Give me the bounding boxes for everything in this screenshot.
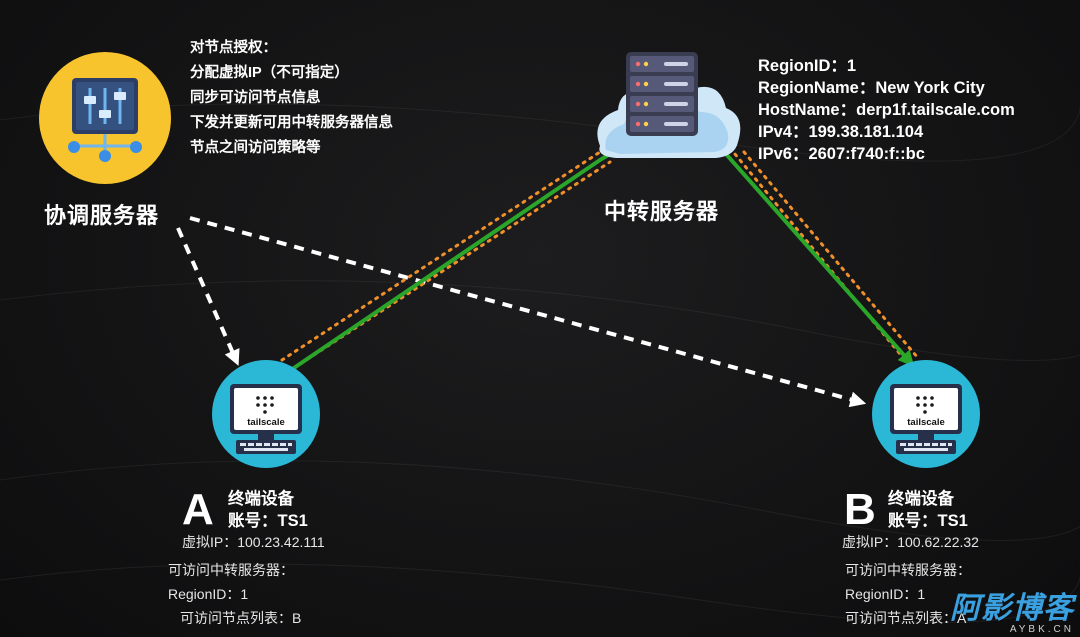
coordinator-duty-line: 下发并更新可用中转服务器信息 [190,115,393,131]
relay-info-key: RegionID： [758,57,847,75]
coordinator-duty-line: 分配虚拟IP（不可指定） [190,65,349,81]
relay-info-value: derp1f.tailscale.com [856,101,1015,119]
relay-info-value: 1 [846,57,857,75]
device-b-header: 终端设备 账号：TS1 [888,488,968,532]
device-b-details: 虚拟IP：100.62.22.32 [842,530,979,554]
relay-title: 中转服务器 [604,199,720,224]
device-b-screen-label: tailscale [907,417,945,428]
relay-info-value: New York City [875,79,985,97]
device-b-letter: B [844,485,876,534]
relay-info: RegionID：1 RegionName：New York City Host… [758,55,1015,165]
control-sliders-icon [39,52,171,184]
device-b-relay-region: RegionID：1 [845,586,926,602]
relay-info-key: IPv6： [758,145,809,163]
dotted-path-relay-b-outer [728,146,907,362]
device-a-screen-label: tailscale [247,417,285,428]
device-a-peers: 可访问节点列表：B [180,610,302,626]
computer-icon-b: tailscale [872,360,980,468]
device-a-name: 终端设备 [228,490,294,508]
device-a-details: 虚拟IP：100.23.42.111 [182,530,325,554]
coordinator-duty-line: 节点之间访问策略等 [190,140,321,156]
control-arrow-to-a [176,227,240,366]
relay-info-key: IPv4： [758,123,809,141]
device-b-name: 终端设备 [888,490,954,508]
device-b-peers: 可访问节点列表：A [845,610,967,626]
relay-info-row: IPv4：199.38.181.104 [758,121,1015,143]
relay-info-key: HostName： [758,101,857,119]
device-b-virtual-ip: 虚拟IP：100.62.22.32 [842,534,979,550]
device-b-account: 账号：TS1 [888,512,968,530]
device-a-letter: A [182,485,214,534]
device-a-relay-details: 可访问中转服务器： RegionID：1 可访问节点列表：B [168,558,301,630]
control-arrow-to-b [189,216,867,408]
relay-info-row: RegionID：1 [758,55,1015,77]
device-b-relay-details: 可访问中转服务器： RegionID：1 可访问节点列表：A [845,558,971,630]
device-a-relay-label: 可访问中转服务器： [168,562,294,578]
watermark-main: 阿影博客 [950,592,1074,625]
relay-info-row: HostName：derp1f.tailscale.com [758,99,1015,121]
computer-icon-a: tailscale [212,360,320,468]
relay-info-value: 199.38.181.104 [808,123,924,141]
server-cloud-icon [597,52,741,158]
coordinator-duty-line: 同步可访问节点信息 [190,90,321,106]
device-a-virtual-ip: 虚拟IP：100.23.42.111 [182,534,325,550]
device-a-header: 终端设备 账号：TS1 [228,488,308,532]
relay-info-key: RegionName： [758,79,876,97]
coordinator-duty-line: 对节点授权： [190,40,277,56]
coordinator-title: 协调服务器 [44,203,160,228]
relay-info-value: 2607:f740:f::bc [808,145,925,163]
relay-path [286,135,915,374]
device-b-relay-label: 可访问中转服务器： [845,562,971,578]
device-a-account: 账号：TS1 [228,512,308,530]
relay-info-row: IPv6：2607:f740:f::bc [758,143,1015,165]
watermark: 阿影博客 AYBK.CN [950,593,1074,635]
dotted-path-relay-b-inner [742,150,920,360]
watermark-sub: AYBK.CN [1009,624,1074,635]
relay-info-row: RegionName：New York City [758,77,1015,99]
device-a-relay-region: RegionID：1 [168,586,249,602]
coordinator-duties: 对节点授权： 分配虚拟IP（不可指定） 同步可访问节点信息 下发并更新可用中转服… [190,36,393,161]
dotted-path-a-relay-outer [280,150,602,362]
